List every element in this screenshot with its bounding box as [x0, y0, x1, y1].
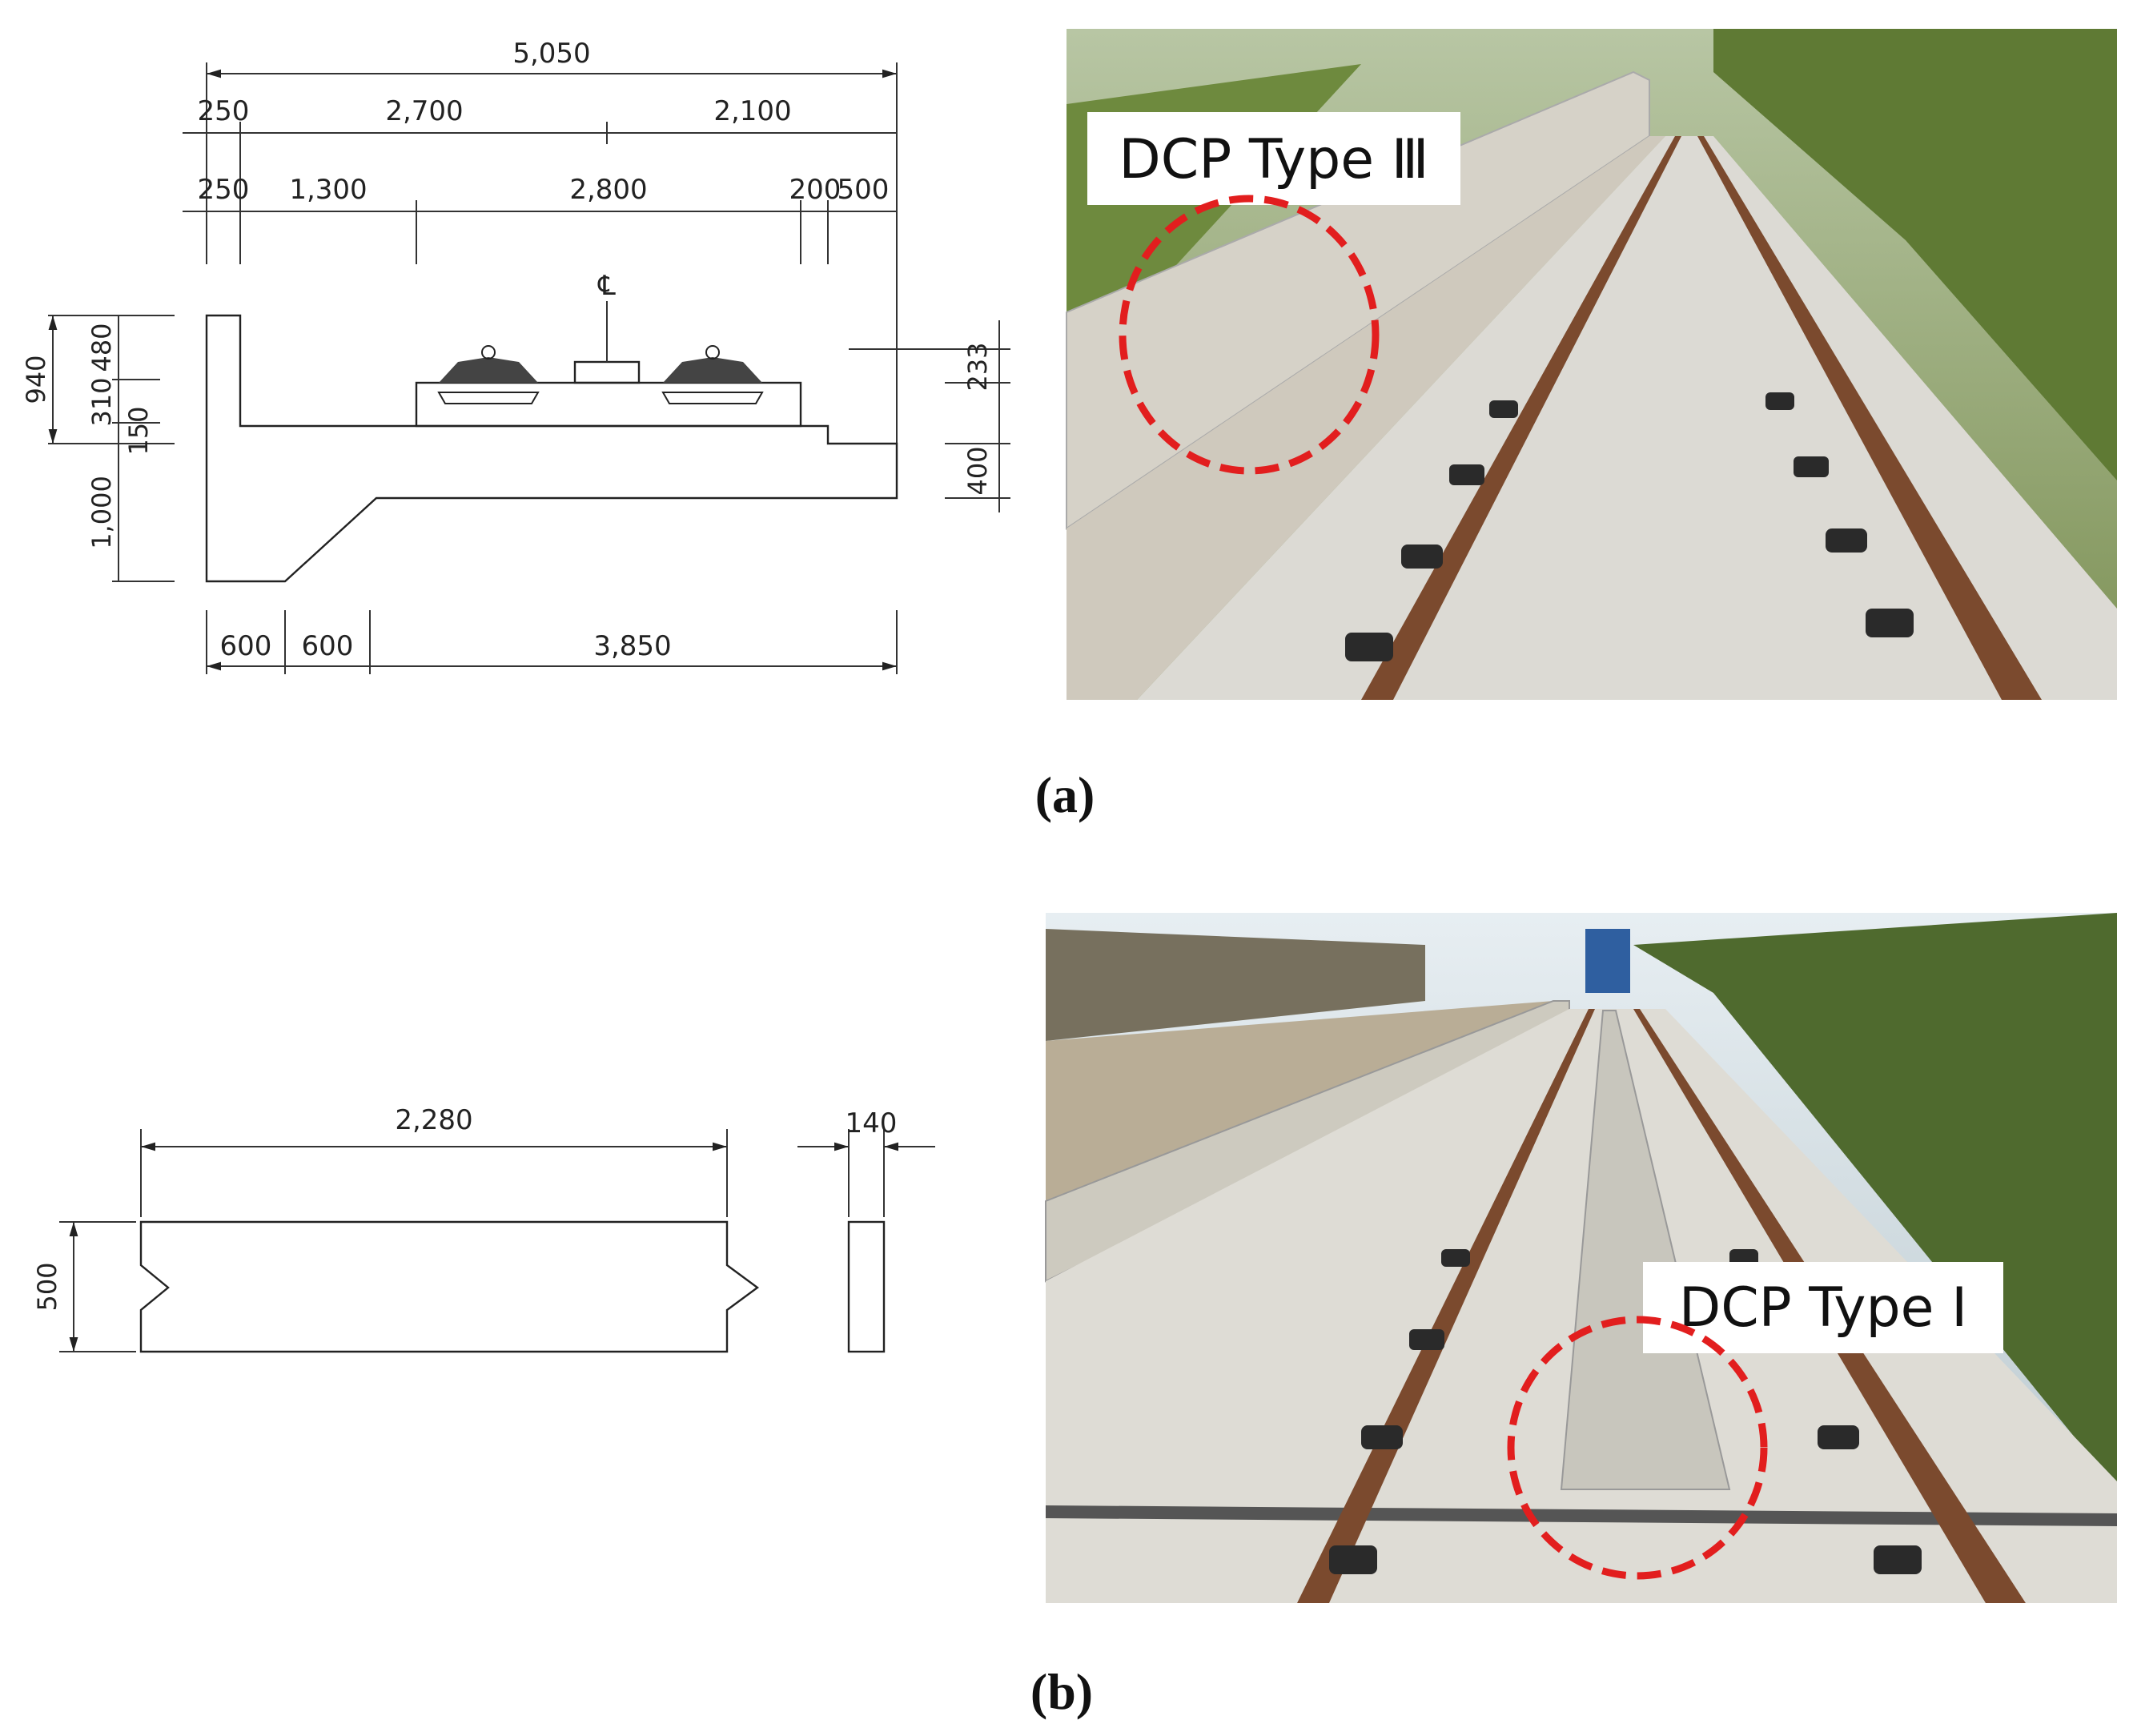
dim-row3-d: 200: [789, 174, 842, 206]
dim-right-400: 400: [962, 446, 993, 495]
dim-left-480: 480: [86, 323, 117, 372]
photo-b-label-box: [1643, 1262, 2003, 1353]
center-block: [573, 360, 641, 384]
dim-row3-b: 1,300: [289, 174, 367, 206]
concrete-base-outline: [205, 314, 898, 583]
dim-left-310: 310: [86, 377, 117, 426]
caption-b: (b): [1030, 1663, 1093, 1720]
dim-right-233: 233: [962, 342, 993, 391]
dim-panel-thickness: 140: [846, 1107, 898, 1139]
cross-section-drawing-a: 5,050 250 2,700 2,100 250 1,300 2,800 20…: [21, 38, 1010, 674]
dim-row2-b: 2,700: [385, 95, 463, 127]
truck: [1585, 929, 1630, 993]
photo-b-dcp-type-1: DCP Type Ⅰ: [1045, 913, 2117, 1603]
photo-a-label: DCP Type Ⅲ: [1119, 128, 1428, 191]
dim-bottom-b: 600: [302, 630, 354, 662]
dim-row3-c: 2,800: [569, 174, 647, 206]
centerline-symbol: ℄: [597, 270, 616, 302]
precast-panel-plan: [139, 1220, 760, 1353]
precast-panel-side: [847, 1220, 886, 1353]
rail-fastening-left: [437, 345, 540, 404]
photo-a-label-box: [1087, 112, 1460, 205]
caption-a: (a): [1035, 766, 1095, 823]
dim-row2-c: 2,100: [713, 95, 791, 127]
dim-left-1000: 1,000: [86, 476, 117, 549]
dim-panel-length: 2,280: [395, 1104, 472, 1136]
highlight-circle-b: [1507, 1316, 1768, 1580]
dim-bottom-c: 3,850: [593, 630, 671, 662]
dim-row2-a: 250: [198, 95, 250, 127]
precast-panel-drawing-b: 2,280 500 140: [32, 1104, 935, 1353]
dim-left-150: 150: [123, 406, 154, 455]
rail-fastening-right: [661, 345, 764, 404]
dim-left-940: 940: [21, 355, 51, 404]
dim-row3-a: 250: [198, 174, 250, 206]
highlight-circle-a: [1119, 195, 1380, 475]
dim-panel-height: 500: [32, 1262, 62, 1311]
photo-a-dcp-type-3: DCP Type Ⅲ: [1066, 29, 2117, 700]
dim-total-width: 5,050: [512, 38, 590, 70]
dim-bottom-a: 600: [220, 630, 272, 662]
dim-row3-e: 500: [838, 174, 890, 206]
photo-b-label: DCP Type Ⅰ: [1679, 1276, 1967, 1340]
